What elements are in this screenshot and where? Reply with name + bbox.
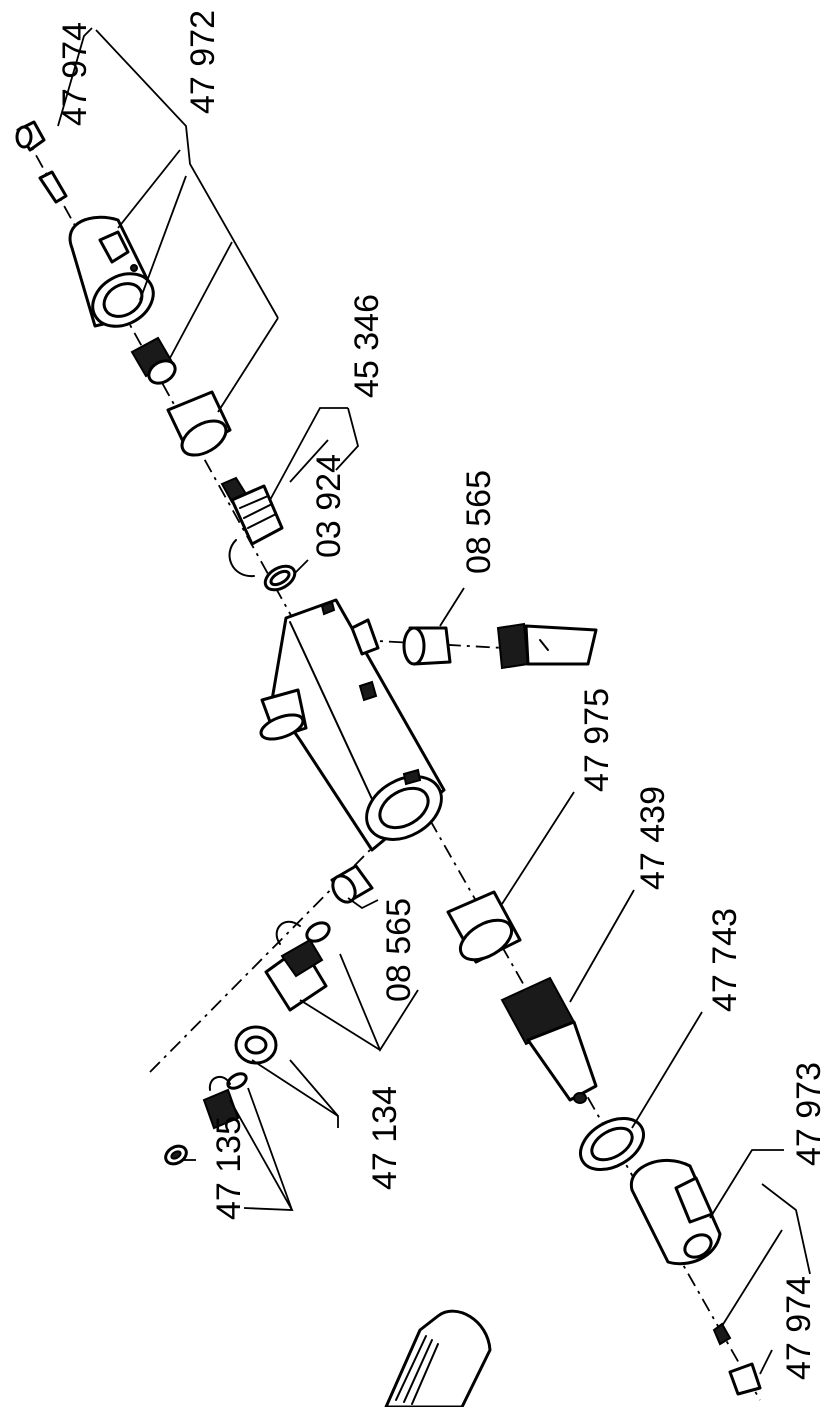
spindle-adapter bbox=[130, 336, 177, 385]
adapter-47975 bbox=[446, 890, 522, 964]
label-47743: 47 743 bbox=[706, 908, 744, 1012]
label-47974-top: 47 974 bbox=[56, 22, 94, 126]
nut-left bbox=[234, 1025, 278, 1065]
label-47975: 47 975 bbox=[578, 688, 616, 792]
leader-lines bbox=[57, 27, 811, 1375]
valve-left bbox=[264, 920, 328, 1012]
ring-47743 bbox=[579, 1116, 645, 1172]
screw-bottom bbox=[712, 1322, 732, 1346]
label-45346: 45 346 bbox=[348, 294, 386, 398]
label-47972: 47 972 bbox=[184, 10, 222, 114]
thermo-element-47439 bbox=[500, 976, 598, 1104]
handle-47973 bbox=[629, 1158, 722, 1266]
label-08565-left: 08 565 bbox=[380, 898, 418, 1002]
hose-connection bbox=[496, 622, 598, 670]
label-47974-bottom: 47 974 bbox=[780, 1276, 818, 1380]
part-labels: 47 974 47 972 45 346 03 924 08 565 47 97… bbox=[56, 10, 828, 1380]
label-47134: 47 134 bbox=[366, 1086, 404, 1190]
shower-fragment bbox=[384, 1309, 492, 1407]
o-ring-03924 bbox=[263, 564, 297, 592]
cap-47974-bottom bbox=[728, 1362, 762, 1396]
cap-47974-top bbox=[15, 120, 46, 152]
nipple-08565-right bbox=[402, 626, 452, 666]
valve-body bbox=[259, 598, 446, 852]
stop-ring bbox=[166, 390, 232, 457]
washer-left bbox=[226, 1072, 248, 1090]
label-47973: 47 973 bbox=[790, 1062, 828, 1166]
nipple-08565-left bbox=[330, 864, 374, 904]
label-47439: 47 439 bbox=[634, 786, 672, 890]
check-valve bbox=[202, 1075, 240, 1130]
disc-47135 bbox=[164, 1144, 188, 1166]
label-47135: 47 135 bbox=[210, 1116, 248, 1220]
handle-47972 bbox=[68, 215, 155, 328]
label-03924: 03 924 bbox=[310, 454, 348, 558]
pin bbox=[38, 170, 68, 204]
cartridge-45346 bbox=[220, 476, 284, 578]
label-08565-right: 08 565 bbox=[460, 470, 498, 574]
o-ring-left bbox=[305, 921, 331, 943]
